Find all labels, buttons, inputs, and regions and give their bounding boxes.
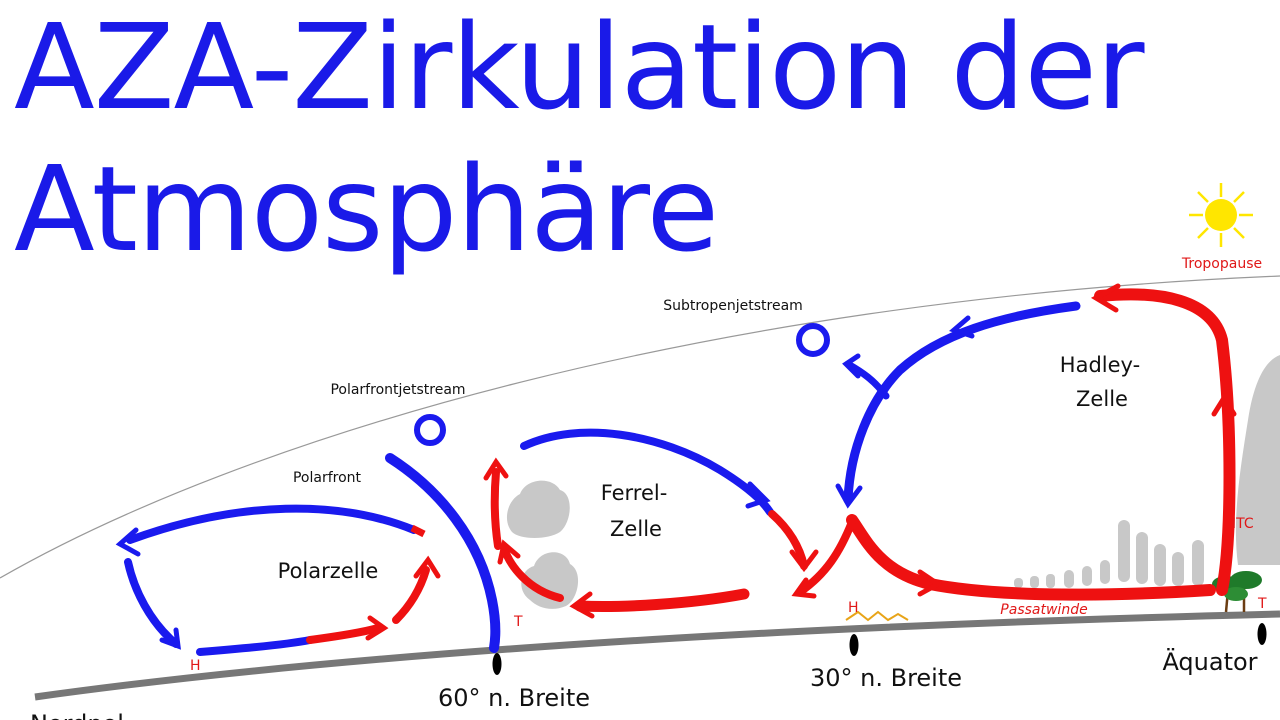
low-equator-label: T [1257, 596, 1267, 612]
ferrel-upper-blue [520, 428, 774, 516]
equator-label: Äquator [1162, 647, 1257, 676]
ferrel-clouds [506, 480, 579, 609]
passatwinde-label: Passatwinde [1000, 602, 1087, 618]
title-line-2: Atmosphäre [14, 140, 719, 278]
high-pressure-zigzag [845, 610, 909, 622]
lat-30-label: 30° n. Breite [810, 664, 962, 692]
polarfrontjetstream-circle [414, 414, 446, 446]
ferrel-surface-red [574, 588, 750, 612]
polar-upper-blue [126, 504, 418, 544]
ground-line [34, 610, 1280, 701]
title-line-1: AZA-Zirkulation der [14, 0, 1145, 136]
sun-icon [1189, 183, 1253, 247]
nordpol-label: Nordpol [30, 710, 124, 720]
convection-clouds [1014, 355, 1280, 588]
hadley-surface-red [846, 514, 1216, 601]
lat-60-label: 60° n. Breite [438, 684, 590, 712]
equator-marker [1257, 623, 1267, 645]
lat-60-marker [492, 653, 502, 675]
subtropenjetstream-circle [796, 323, 830, 357]
polarfront-label: Polarfront [293, 470, 362, 486]
polarzelle-label: Polarzelle [278, 559, 379, 583]
ferrel-label-line1: Ferrel- [601, 481, 668, 505]
hadley-upper-blue [843, 301, 1081, 505]
tropopause-label: Tropopause [1181, 256, 1262, 272]
lat-30-marker [849, 634, 859, 656]
high-polar-label: H [190, 658, 201, 674]
polarfront-line [385, 453, 501, 653]
hadley-label-line1: Hadley- [1060, 353, 1140, 377]
polarfrontjetstream-label: Polarfrontjetstream [330, 382, 465, 398]
polar-surface [196, 636, 314, 656]
hadley-label-line2: Zelle [1076, 387, 1128, 411]
high-subtropic-label: H [848, 600, 859, 616]
ferrel-label-line2: Zelle [610, 517, 662, 541]
hadley-upper-red [1094, 288, 1236, 596]
itc-label: ITC [1232, 516, 1254, 532]
subtropenjetstream-label: Subtropenjetstream [663, 298, 803, 314]
tropopause-line [0, 275, 1280, 579]
low-polarfront-label: T [513, 614, 523, 630]
